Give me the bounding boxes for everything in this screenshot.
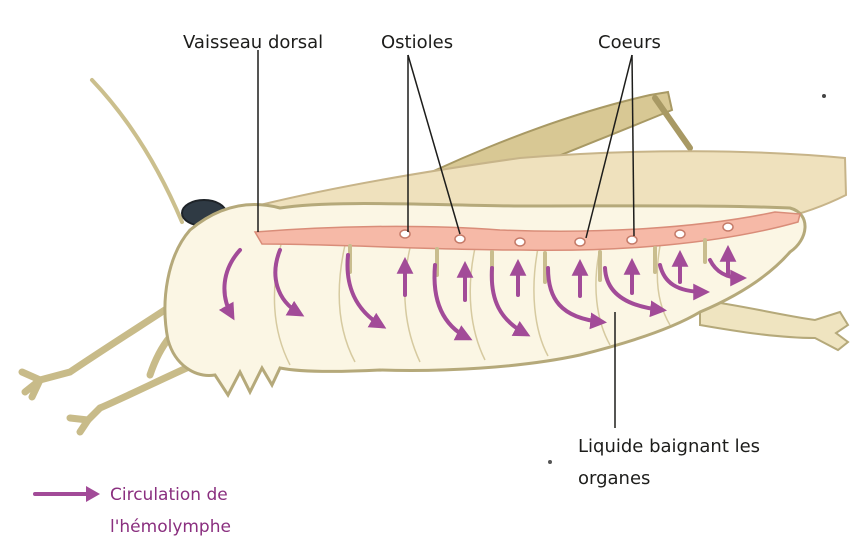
label-ostioles: Ostioles xyxy=(381,30,453,55)
label-liquide-line2: organes xyxy=(578,466,650,491)
legend-line1: Circulation de xyxy=(110,481,228,510)
label-liquide-line1: Liquide baignant les xyxy=(578,434,760,459)
label-coeurs: Coeurs xyxy=(598,30,661,55)
antenna xyxy=(92,80,182,222)
legend-arrow-icon xyxy=(35,486,100,502)
label-vaisseau-dorsal: Vaisseau dorsal xyxy=(183,30,323,55)
rear-leg-stub xyxy=(700,300,848,350)
stray-dot xyxy=(548,460,552,464)
stray-dot xyxy=(822,94,826,98)
legend-line2: l'hémolymphe xyxy=(110,513,231,542)
